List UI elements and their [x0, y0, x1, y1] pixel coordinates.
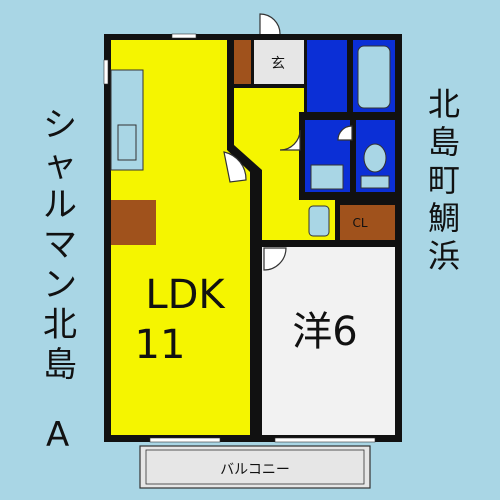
bathtub-inner — [357, 45, 391, 109]
washing-machine — [308, 205, 330, 237]
ldk-room-angle — [227, 150, 250, 435]
entrance-label: 玄 — [271, 55, 285, 72]
kitchen-sink — [117, 124, 137, 161]
window-top — [171, 33, 197, 39]
window-bottom-ldk — [149, 437, 221, 443]
wall-ldk-west — [250, 172, 262, 442]
balcony-inner — [145, 449, 365, 485]
closet-label: CL — [352, 216, 367, 230]
property_name_chars-char: ン — [43, 265, 77, 305]
toilet-bowl — [363, 143, 387, 173]
wall-wash-toilet — [350, 120, 356, 200]
location_chars-char: 島 — [427, 123, 460, 161]
entrance-area — [254, 40, 304, 84]
west-door-swing — [263, 247, 287, 271]
wall-entrance-side — [304, 40, 307, 120]
western-room — [262, 247, 395, 435]
balcony-label: バルコニー — [220, 462, 290, 478]
location_chars-char: 浜 — [427, 237, 460, 275]
property_name_chars-char: ル — [43, 185, 77, 225]
bathroom-blue — [307, 40, 347, 112]
property_name_chars-char: 島 — [43, 345, 77, 385]
closet — [340, 205, 395, 240]
wall-bath-mid — [299, 112, 402, 120]
wall-bath — [347, 40, 353, 120]
balcony — [139, 445, 371, 489]
wall-west-top — [262, 240, 402, 247]
wall-wash-bottom — [299, 192, 402, 200]
toilet-tank — [360, 175, 390, 189]
property_name_chars-char: ャ — [43, 145, 77, 185]
toilet-door-swing — [337, 125, 353, 141]
window-left — [103, 59, 109, 85]
hall-door-swing — [223, 151, 247, 183]
wash-basin — [310, 164, 344, 190]
wall-entrance — [234, 84, 305, 88]
location-name: 北島町鯛浜 — [424, 88, 464, 278]
property_name_chars-char: 北 — [43, 305, 77, 345]
ldk-label: LDK — [145, 272, 226, 318]
location_chars-char: 北 — [427, 85, 460, 123]
ldk-storage — [111, 200, 156, 245]
property_name_chars-char: シ — [43, 105, 77, 145]
wall-ldk-hall — [227, 40, 234, 150]
western-room-label: 洋6 — [292, 309, 357, 355]
building-code: A — [46, 415, 70, 455]
property_name_chars-char: マ — [43, 225, 77, 265]
ldk-size-label: 11 — [135, 322, 186, 368]
shoe-cabinet — [234, 40, 251, 84]
window-bottom-west — [274, 437, 376, 443]
hallway — [234, 84, 318, 240]
location_chars-char: 鯛 — [427, 199, 460, 237]
entry-door-swing — [259, 13, 281, 35]
wash-door-swing — [279, 129, 301, 151]
property-name: シャルマン北島 — [40, 108, 80, 388]
location_chars-char: 町 — [427, 161, 460, 199]
